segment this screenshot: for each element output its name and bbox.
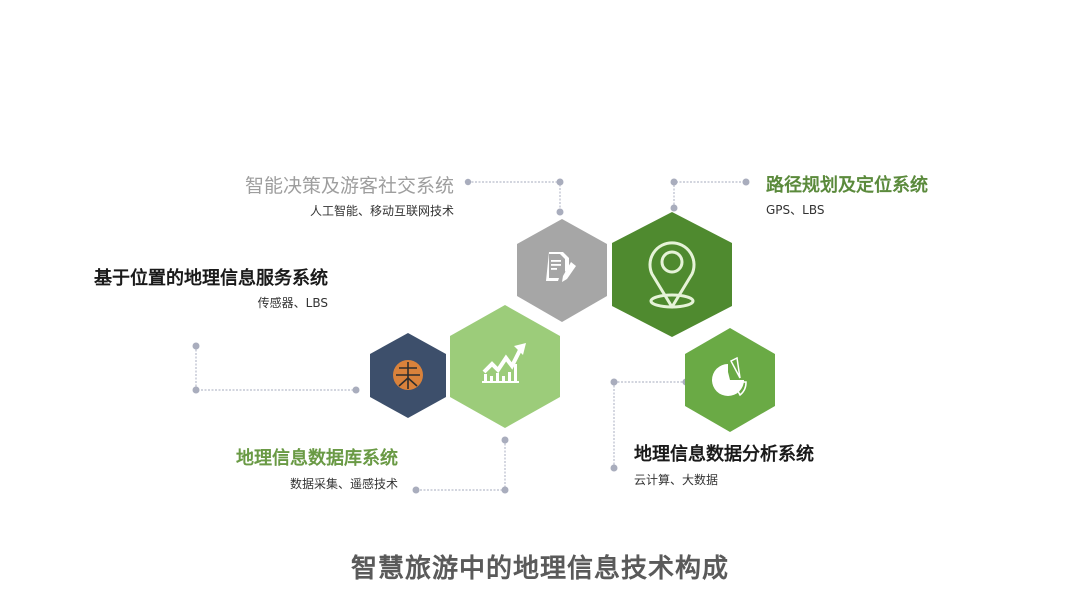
hex-decision-social — [517, 219, 607, 322]
hex-gis-database — [450, 305, 560, 428]
connector-dots — [192, 178, 750, 494]
hex-gis-analysis — [685, 328, 775, 432]
hex-route-positioning — [612, 212, 732, 337]
document-edit-icon — [546, 252, 576, 282]
node-title: 地理信息数据库系统 — [236, 448, 398, 469]
node-subtitle: 传感器、LBS — [257, 296, 328, 310]
node-subtitle: 数据采集、遥感技术 — [289, 477, 398, 491]
node-subtitle: 云计算、大数据 — [634, 473, 719, 487]
diagram-caption: 智慧旅游中的地理信息技术构成 — [350, 554, 729, 584]
node-route-positioning: 路径规划及定位系统 GPS、LBS — [766, 171, 928, 218]
location-pin-icon — [648, 241, 696, 309]
node-lbs-gis-service: 基于位置的地理信息服务系统 传感器、LBS — [40, 264, 328, 311]
node-title: 地理信息数据分析系统 — [634, 444, 814, 465]
basketball-icon — [393, 360, 423, 390]
pie-chart-icon — [712, 356, 747, 397]
node-gis-analysis: 地理信息数据分析系统 云计算、大数据 — [634, 440, 814, 488]
node-title: 基于位置的地理信息服务系统 — [94, 268, 328, 289]
node-subtitle: GPS、LBS — [766, 203, 825, 217]
node-subtitle: 人工智能、移动互联网技术 — [309, 204, 454, 218]
hex-lbs-gis-service — [370, 333, 446, 418]
node-gis-database: 地理信息数据库系统 数据采集、遥感技术 — [180, 444, 398, 492]
node-decision-social: 智能决策及游客社交系统 人工智能、移动互联网技术 — [190, 171, 454, 219]
node-title: 智能决策及游客社交系统 — [244, 175, 454, 197]
trend-chart-icon — [482, 343, 526, 383]
node-title: 路径规划及定位系统 — [766, 175, 928, 196]
